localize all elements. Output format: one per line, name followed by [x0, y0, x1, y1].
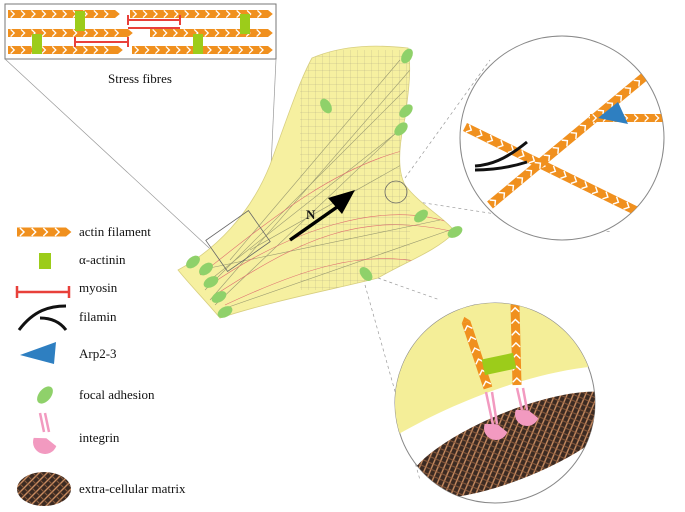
- arp2-3: [598, 102, 628, 124]
- actinin: [32, 34, 42, 54]
- legend-myosin-label: myosin: [79, 280, 118, 295]
- legend-integrin-icon: [33, 412, 57, 454]
- legend-actinin-label: α-actinin: [79, 252, 126, 267]
- legend-ecm-icon: [17, 472, 71, 506]
- actin-filament: [8, 28, 133, 38]
- legend-actinin-icon: [39, 253, 51, 269]
- legend-actin-label: actin filament: [79, 224, 151, 239]
- integrins: [484, 387, 539, 440]
- actin-filament: [150, 28, 273, 38]
- cortical-mesh: [300, 50, 410, 290]
- zoom-adhesion: [394, 302, 596, 504]
- cell: N: [177, 45, 463, 319]
- actin-filament: [17, 227, 72, 237]
- actin-filament: [463, 122, 664, 230]
- myosin: [127, 15, 181, 25]
- inset-caption: Stress fibres: [108, 71, 172, 86]
- myosin: [74, 37, 129, 47]
- inset-region-circle: [384, 180, 408, 204]
- legend-actin-icon: [17, 227, 72, 237]
- myosin-lines: [199, 149, 455, 306]
- stress-fibre-lines: [199, 59, 451, 311]
- actinin: [481, 352, 517, 376]
- actinin: [240, 14, 250, 34]
- actinin: [193, 34, 203, 54]
- legend-focal-label: focal adhesion: [79, 387, 155, 402]
- actin-filament: [8, 45, 123, 55]
- actinin-group: [32, 11, 250, 54]
- legend-arp-label: Arp2-3: [79, 346, 117, 361]
- stress-fibres-inset: Stress fibres: [4, 3, 277, 86]
- actinin: [75, 11, 85, 31]
- legend-arp-icon: [20, 342, 56, 364]
- direction-label: N: [306, 207, 316, 222]
- legend-filamin-label: filamin: [79, 309, 117, 324]
- legend-integrin-label: integrin: [79, 430, 120, 445]
- zoom-crosslink: [459, 35, 665, 241]
- actin-filament: [130, 9, 273, 19]
- legend: actin filament α-actinin myosin filamin …: [15, 224, 186, 506]
- legend-filamin-icon: [17, 304, 68, 331]
- extracellular-matrix: [407, 391, 595, 499]
- direction-arrow: N: [288, 190, 355, 242]
- focal-adhesions: [186, 48, 463, 318]
- myosin-group: [74, 15, 181, 47]
- legend-focal-icon: [37, 386, 53, 404]
- legend-myosin-icon: [15, 286, 71, 298]
- legend-ecm-label: extra-cellular matrix: [79, 481, 186, 496]
- actin-filament: [8, 9, 120, 19]
- filamin: [474, 140, 528, 172]
- inset-region-box: [205, 209, 271, 273]
